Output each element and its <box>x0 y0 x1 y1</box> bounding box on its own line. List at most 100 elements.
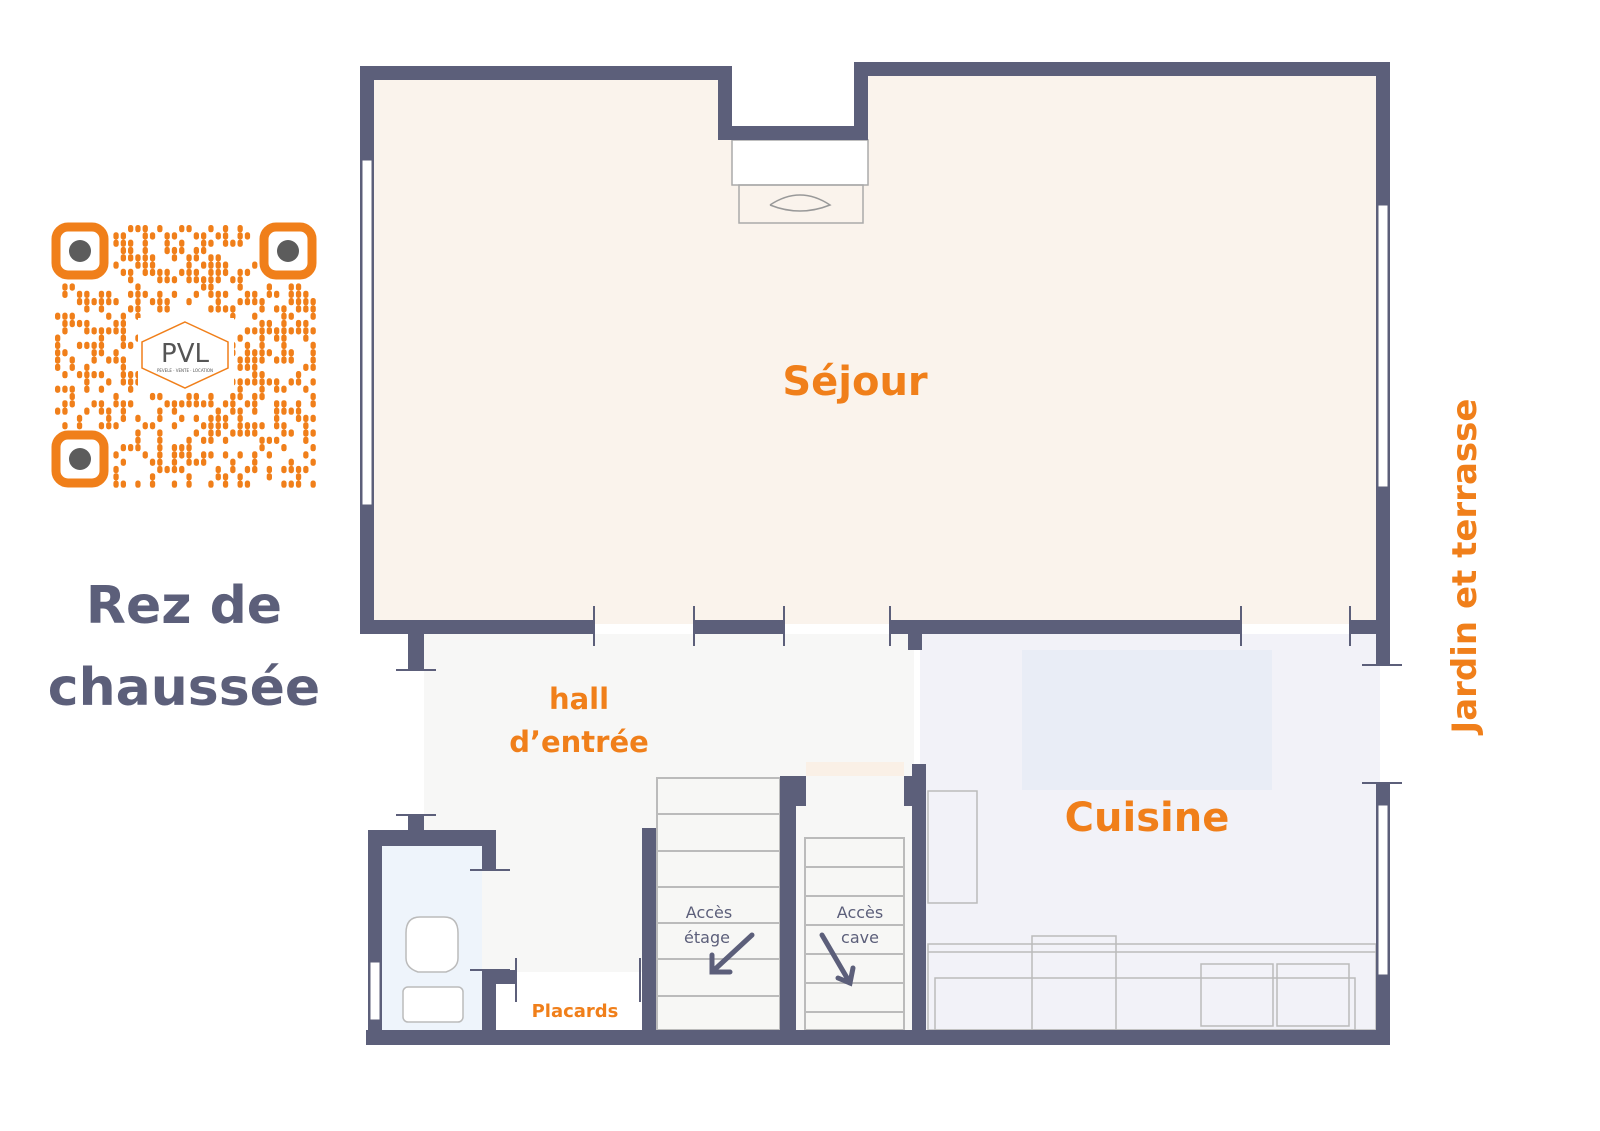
qr-module <box>84 290 90 298</box>
door-jambs <box>396 606 1402 1002</box>
qr-module <box>62 400 68 408</box>
qr-module <box>171 276 178 284</box>
qr-module <box>310 356 316 364</box>
qr-module <box>128 239 134 247</box>
qr-module <box>303 305 309 313</box>
qr-module <box>62 327 68 335</box>
qr-module <box>62 422 68 430</box>
qr-module <box>244 480 251 488</box>
qr-module <box>186 444 192 452</box>
qr-module <box>84 305 90 313</box>
qr-module <box>120 458 126 466</box>
qr-module <box>215 298 221 306</box>
qr-module <box>303 327 309 335</box>
qr-module <box>281 341 287 350</box>
qr-module <box>252 378 258 386</box>
qr-module <box>193 429 199 437</box>
qr-module <box>222 232 229 240</box>
qr-module <box>120 334 126 342</box>
qr-module <box>171 246 178 255</box>
qr-module <box>113 349 119 357</box>
qr-module <box>149 254 156 262</box>
qr-module <box>179 400 185 408</box>
qr-module <box>215 276 221 284</box>
qr-module <box>259 444 265 452</box>
qr-module <box>164 246 170 255</box>
qr-module <box>215 422 221 430</box>
room-label-hall-1: hall <box>549 682 609 716</box>
qr-module <box>171 254 178 262</box>
qr-module <box>76 319 83 328</box>
room-label-cuisine: Cuisine <box>1065 795 1230 841</box>
qr-module <box>281 327 287 335</box>
qr-module <box>208 429 214 437</box>
qr-module <box>55 341 61 350</box>
qr-module <box>164 465 170 474</box>
qr-module <box>310 349 316 357</box>
qr-module <box>244 298 251 306</box>
qr-module <box>157 305 163 313</box>
qr-module <box>193 254 199 262</box>
qr-module <box>222 422 229 430</box>
qr-module <box>193 458 199 466</box>
qr-module <box>106 422 112 430</box>
qr-module <box>120 407 126 415</box>
qr-module <box>98 400 105 408</box>
qr-module <box>274 436 280 444</box>
qr-code[interactable]: PVL PEVELE · VENTE · LOCATION <box>51 222 317 488</box>
qr-module <box>98 407 105 415</box>
qr-module <box>288 465 294 474</box>
sejour-floor <box>370 76 1380 624</box>
qr-module <box>222 451 229 459</box>
qr-finder-icon <box>51 222 317 488</box>
qr-module <box>91 327 97 335</box>
qr-module <box>179 225 185 233</box>
qr-module <box>76 414 83 423</box>
qr-module <box>128 290 134 298</box>
qr-module <box>237 356 243 364</box>
qr-module <box>186 480 192 488</box>
qr-module <box>266 327 272 335</box>
qr-module <box>171 400 178 408</box>
qr-module <box>157 298 163 306</box>
qr-module <box>113 392 119 401</box>
qr-module <box>310 414 316 423</box>
qr-module <box>135 480 141 488</box>
qr-module <box>288 407 294 415</box>
qr-module <box>252 356 258 364</box>
qr-module <box>303 422 309 430</box>
qr-module <box>303 414 309 423</box>
qr-module <box>295 407 302 415</box>
qr-module <box>128 341 134 350</box>
qr-module <box>193 414 199 423</box>
qr-module <box>281 422 287 430</box>
qr-module <box>120 239 126 247</box>
qr-module <box>252 349 258 357</box>
qr-module <box>288 290 294 298</box>
qr-module <box>310 341 316 350</box>
qr-module <box>135 283 141 291</box>
qr-module <box>69 283 75 291</box>
qr-module <box>244 327 251 335</box>
qr-module <box>215 268 221 277</box>
qr-module <box>259 392 265 401</box>
qr-module <box>135 436 141 444</box>
qr-module <box>157 444 163 452</box>
qr-module <box>222 225 229 233</box>
qr-module <box>201 239 207 247</box>
qr-module <box>201 422 207 430</box>
qr-module <box>142 246 148 255</box>
qr-module <box>281 480 287 488</box>
qr-module <box>208 283 214 291</box>
qr-module <box>274 385 280 393</box>
qr-module <box>252 363 258 371</box>
qr-module <box>201 246 207 255</box>
qr-module <box>266 473 272 481</box>
qr-module <box>106 407 112 415</box>
qr-module <box>303 385 309 393</box>
qr-module <box>98 341 105 350</box>
qr-module <box>222 414 229 423</box>
qr-module <box>91 356 97 364</box>
qr-module <box>303 334 309 342</box>
